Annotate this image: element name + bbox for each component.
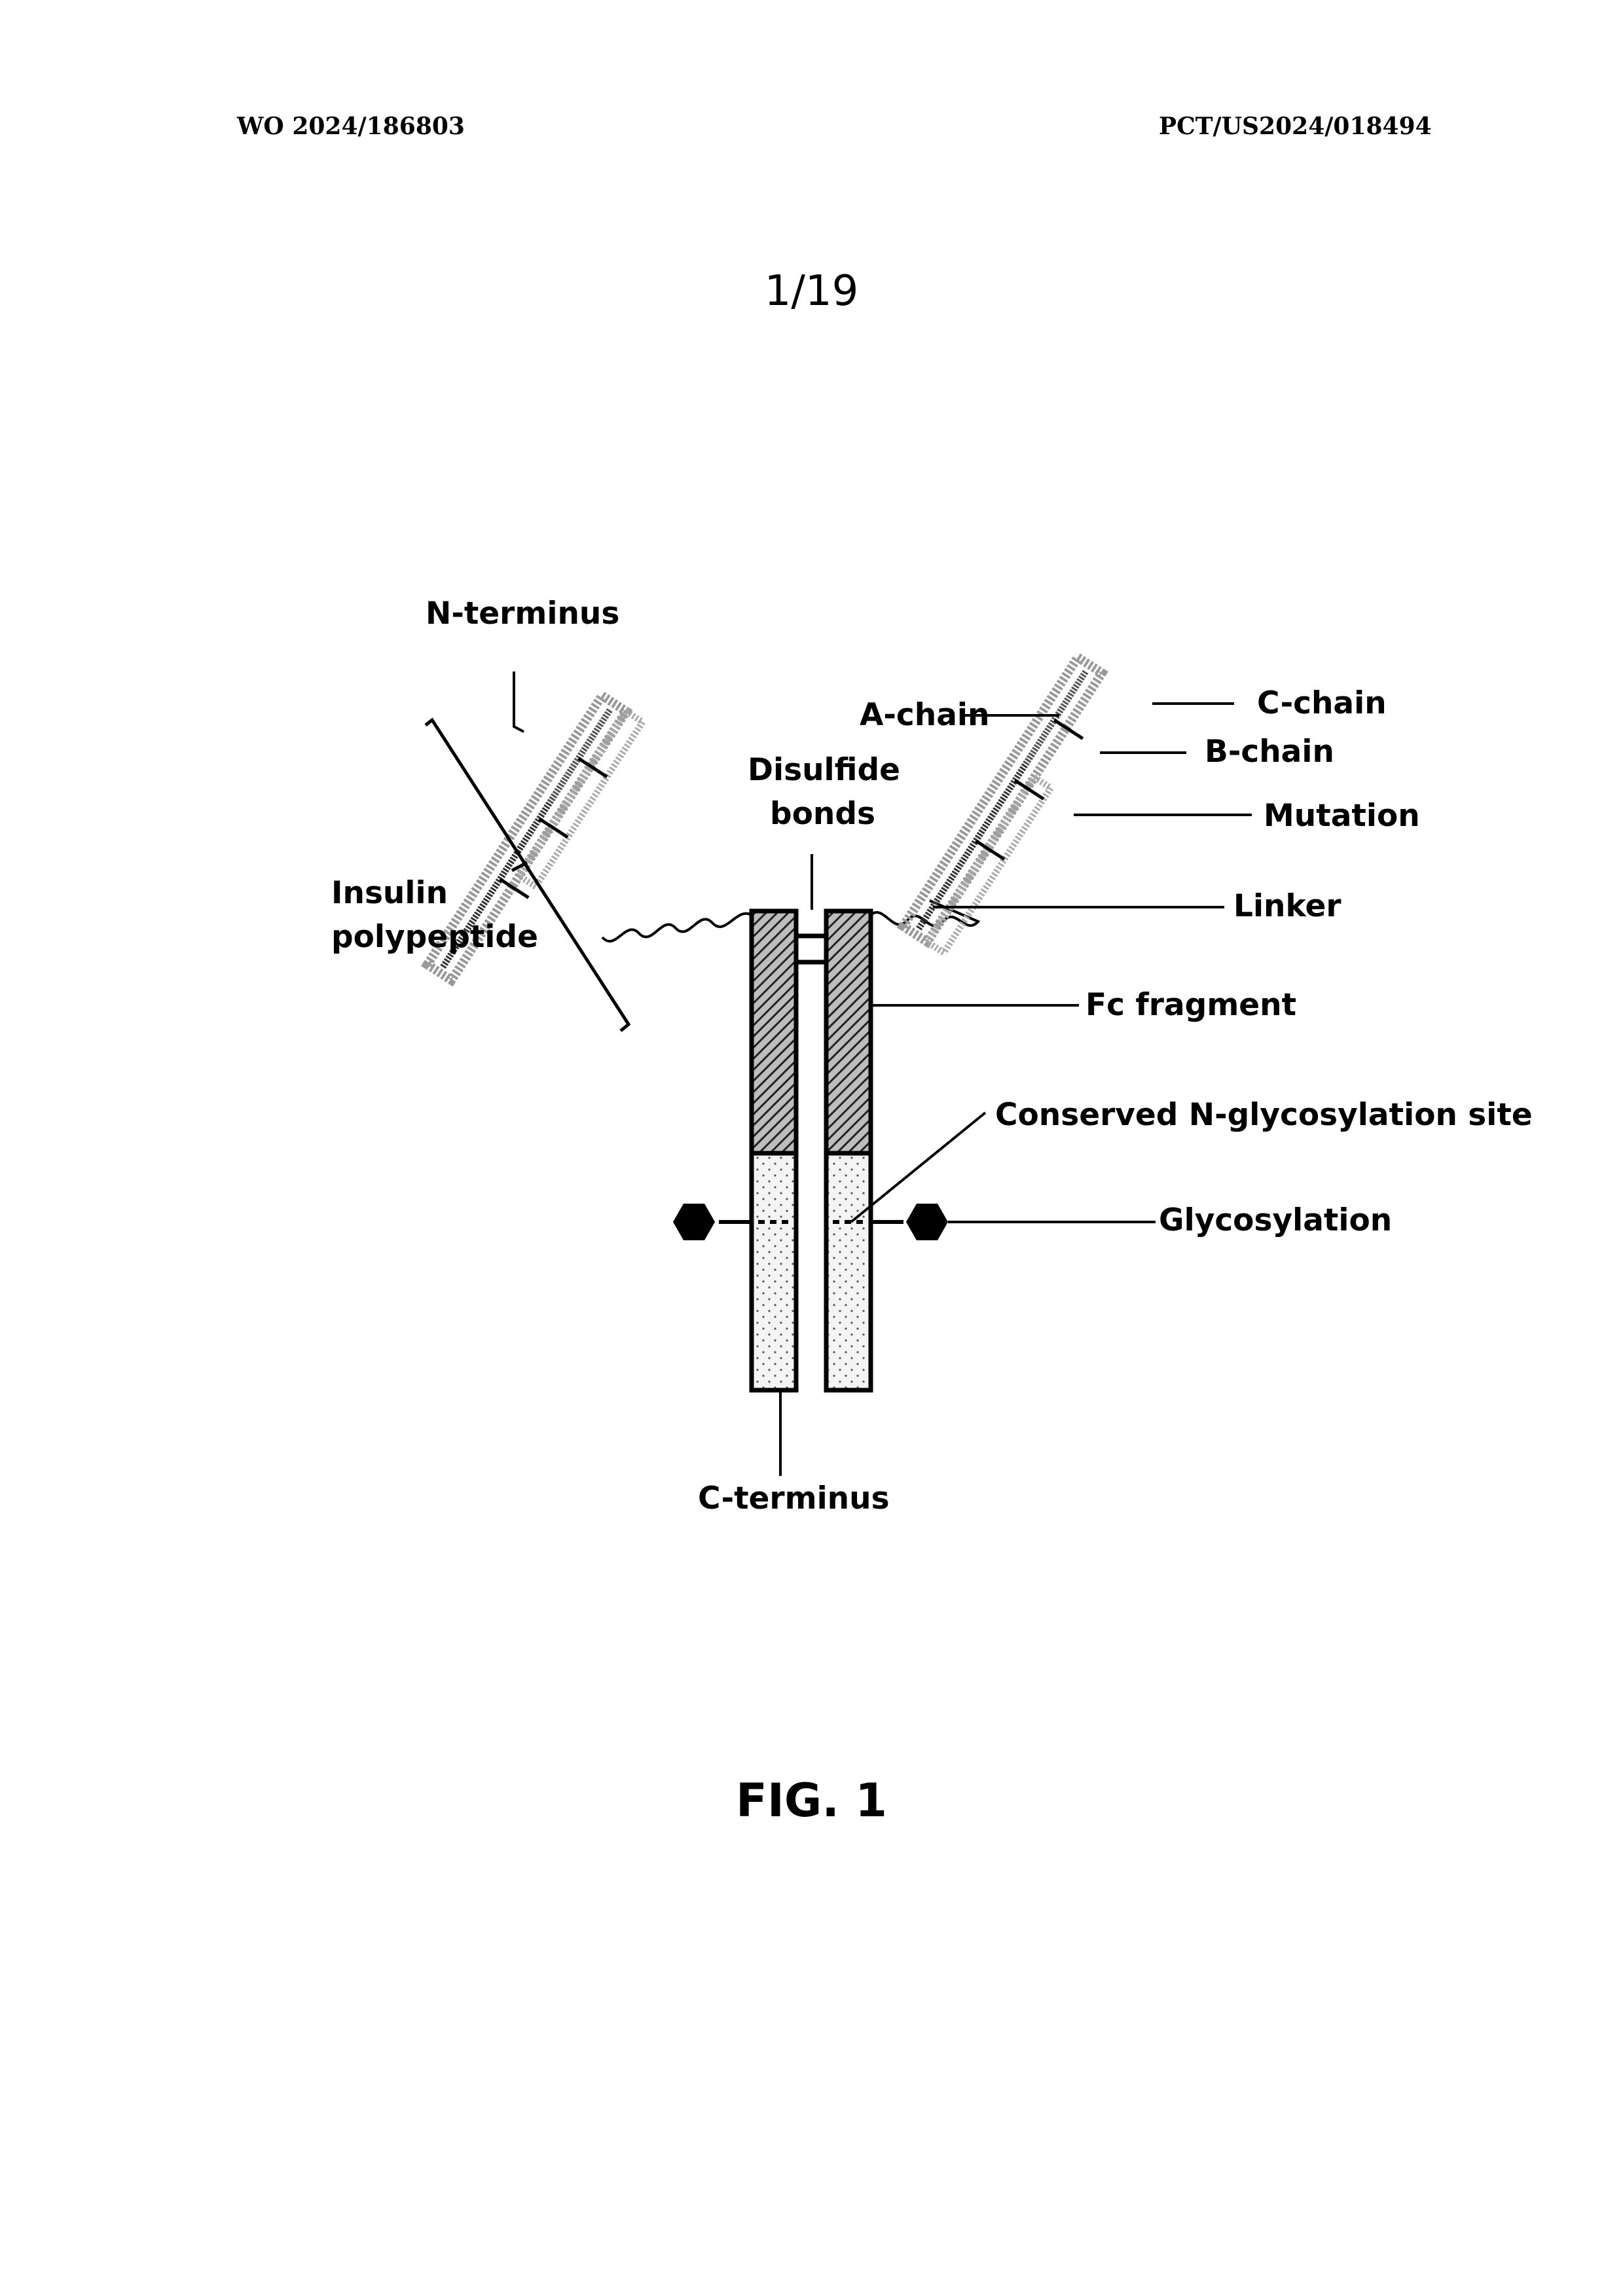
label-b-chain: B-chain <box>1205 734 1334 770</box>
leader-lines <box>514 672 1252 1476</box>
figure-caption: FIG. 1 <box>0 1774 1623 1827</box>
label-insulin-polypeptide-1: Insulin <box>331 875 448 911</box>
disulfide-bond <box>796 936 826 962</box>
label-c-chain: C-chain <box>1257 685 1387 721</box>
linker-right <box>871 901 978 926</box>
fc-bar-left-lower <box>752 1153 796 1390</box>
glycan-hexagon-left-icon <box>673 1204 715 1240</box>
glycosylation-sites <box>673 1204 948 1240</box>
label-disulfide-bonds-1: Disulfide <box>748 752 900 788</box>
label-fc-fragment: Fc fragment <box>1085 987 1296 1023</box>
fc-fragment <box>752 911 871 1390</box>
label-n-glycosylation-site: Conserved N-glycosylation site <box>995 1097 1533 1133</box>
label-insulin-polypeptide-2: polypeptide <box>331 919 538 955</box>
label-disulfide-bonds-2: bonds <box>770 796 875 832</box>
label-glycosylation: Glycosylation <box>1159 1202 1392 1238</box>
insulin-brace <box>426 720 629 1031</box>
label-mutation: Mutation <box>1264 798 1420 834</box>
fc-bar-right-upper <box>826 911 871 1153</box>
label-a-chain: A-chain <box>860 697 990 733</box>
label-n-terminus: N-terminus <box>426 596 619 632</box>
fc-bar-right-lower <box>826 1153 871 1390</box>
glycan-hexagon-right-icon <box>906 1204 948 1240</box>
fc-bar-left-upper <box>752 911 796 1153</box>
label-linker: Linker <box>1233 888 1341 924</box>
label-c-terminus: C-terminus <box>698 1480 890 1516</box>
linker-left <box>602 914 752 941</box>
